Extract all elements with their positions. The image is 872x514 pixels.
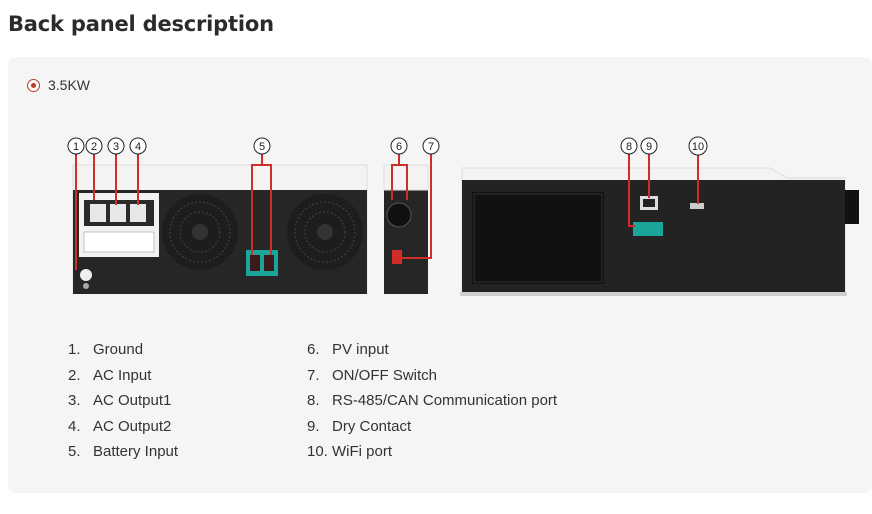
legend-item: 7.ON/OFF Switch <box>307 366 438 384</box>
inverter-side-view <box>460 167 859 296</box>
fan-1 <box>162 194 238 270</box>
model-option-radio[interactable]: 3.5KW <box>27 77 90 93</box>
callout-4: 4 <box>135 141 141 153</box>
legend-item: 4.AC Output2 <box>68 417 172 435</box>
back-panel-diagram: 1 2 3 4 5 6 7 8 9 10 <box>67 136 859 296</box>
legend-item: 9.Dry Contact <box>307 417 412 435</box>
legend-item: 10.WiFi port <box>307 443 392 460</box>
legend-item: 1.Ground <box>68 341 144 358</box>
fan-2 <box>287 194 363 270</box>
legend-item: 3.AC Output1 <box>68 392 172 409</box>
legend-item: 8.RS-485/CAN Communication port <box>307 392 558 409</box>
callout-10: 10 <box>692 141 704 153</box>
radio-selected-icon[interactable] <box>27 78 40 92</box>
model-option-label: 3.5KW <box>48 77 91 93</box>
callout-1: 1 <box>73 141 79 153</box>
callout-8: 8 <box>626 141 632 153</box>
callout-9: 9 <box>646 141 652 153</box>
callout-7: 7 <box>428 141 434 153</box>
legend-right-list: 6.PV input 7.ON/OFF Switch 8.RS-485/CAN … <box>307 339 557 467</box>
legend-left-list: 1.Ground 2.AC Input 3.AC Output1 4.AC Ou… <box>68 339 178 467</box>
legend-item: 6.PV input <box>307 341 389 358</box>
legend-item: 2.AC Input <box>68 366 152 384</box>
callout-5: 5 <box>259 141 265 153</box>
callout-6: 6 <box>396 141 402 153</box>
inverter-back-view <box>72 164 368 294</box>
callout-3: 3 <box>113 141 119 153</box>
page-title: Back panel description <box>8 12 274 36</box>
callout-2: 2 <box>91 141 97 153</box>
legend-item: 5.Battery Input <box>68 443 179 460</box>
